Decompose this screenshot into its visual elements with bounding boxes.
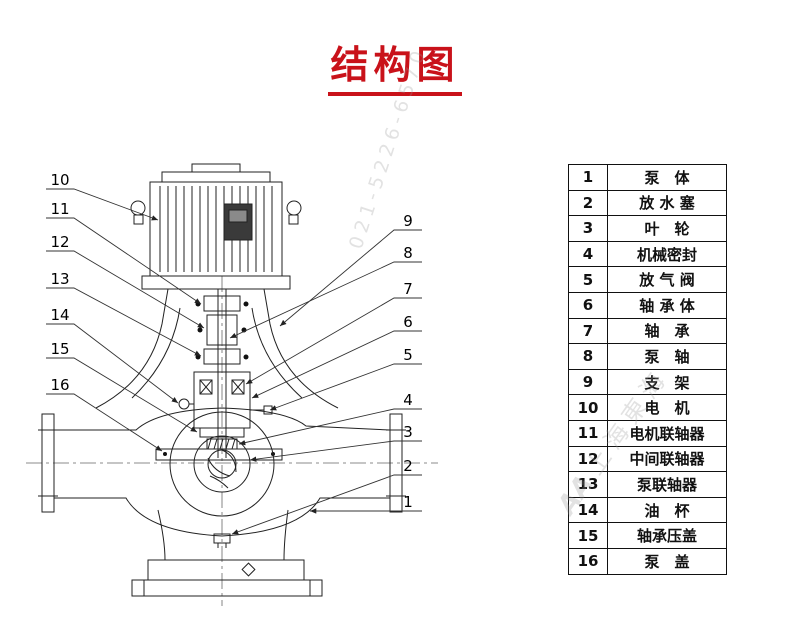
part-no: 9 — [568, 368, 608, 396]
motor — [130, 163, 302, 290]
part-no: 12 — [568, 445, 608, 473]
part-no: 16 — [568, 547, 608, 575]
centerlines — [26, 276, 438, 606]
part-no: 6 — [568, 291, 608, 319]
callout-11: 11 — [50, 200, 69, 218]
part-name: 电机联轴器 — [607, 419, 727, 447]
pump-casing — [38, 407, 406, 548]
part-name: 泵联轴器 — [607, 471, 727, 498]
part-no: 5 — [568, 266, 608, 293]
motor-coupling — [203, 295, 241, 312]
part-no: 10 — [568, 394, 608, 421]
title-underline — [328, 92, 462, 96]
part-name: 泵 轴 — [607, 343, 727, 370]
part-no: 1 — [568, 164, 608, 191]
callout-8: 8 — [403, 244, 413, 262]
callout-5: 5 — [403, 346, 413, 364]
impeller — [193, 435, 251, 493]
callout-1: 1 — [403, 493, 413, 511]
part-name: 支 架 — [607, 368, 727, 396]
callout-9: 9 — [403, 212, 413, 230]
intermediate-coupling — [206, 314, 238, 346]
motor-flange — [141, 275, 291, 290]
part-no: 4 — [568, 240, 608, 268]
pump-structure-diagram: 10 11 12 13 14 15 16 9 8 7 6 5 4 3 2 1 — [8, 158, 548, 618]
part-no: 15 — [568, 522, 608, 549]
part-name: 泵 体 — [607, 164, 727, 191]
callout-12: 12 — [50, 233, 69, 251]
left-callout-leaders — [46, 188, 205, 452]
part-no: 13 — [568, 471, 608, 498]
part-name: 轴承压盖 — [607, 522, 727, 549]
drain-plug — [213, 533, 231, 544]
callout-10: 10 — [50, 171, 69, 189]
callout-14: 14 — [50, 306, 69, 324]
part-no: 8 — [568, 343, 608, 370]
pump-coupling — [203, 348, 241, 365]
pump-drawing-svg: 10 11 12 13 14 15 16 9 8 7 6 5 4 3 2 1 — [26, 163, 438, 606]
callout-13: 13 — [50, 270, 69, 288]
callout-2: 2 — [403, 457, 413, 475]
part-name: 轴 承 — [607, 317, 727, 345]
part-no: 14 — [568, 496, 608, 524]
callout-4: 4 — [403, 391, 413, 409]
lifting-eye-right — [286, 200, 302, 216]
part-no: 7 — [568, 317, 608, 345]
pump-cover — [155, 448, 283, 461]
bearing-gland — [199, 427, 245, 438]
part-name: 放 气 阀 — [607, 266, 727, 293]
left-callout-numbers: 10 11 12 13 14 15 16 — [50, 171, 69, 394]
part-no: 11 — [568, 419, 608, 447]
discharge-flange — [389, 413, 403, 513]
callout-7: 7 — [403, 280, 413, 298]
right-callout-numbers: 9 8 7 6 5 4 3 2 1 — [403, 212, 413, 511]
part-name: 中间联轴器 — [607, 445, 727, 473]
right-callout-leaders — [229, 229, 422, 535]
part-name: 叶 轮 — [607, 215, 727, 242]
part-no: 2 — [568, 189, 608, 217]
oil-cup — [178, 398, 190, 410]
part-name: 放 水 塞 — [607, 189, 727, 217]
pump-shaft — [217, 289, 227, 458]
suction-flange — [41, 413, 55, 513]
base — [131, 509, 323, 597]
callout-15: 15 — [50, 340, 69, 358]
part-name: 油 杯 — [607, 496, 727, 524]
page-title: 结构图 — [330, 43, 460, 87]
part-name: 机械密封 — [607, 240, 727, 268]
callout-16: 16 — [50, 376, 69, 394]
support-bracket — [95, 288, 339, 409]
callout-6: 6 — [403, 313, 413, 331]
seal-section — [155, 427, 283, 461]
part-no: 3 — [568, 215, 608, 242]
part-name: 轴 承 体 — [607, 291, 727, 319]
callout-3: 3 — [403, 423, 413, 441]
part-name: 泵 盖 — [607, 547, 727, 575]
part-name: 电 机 — [607, 394, 727, 421]
